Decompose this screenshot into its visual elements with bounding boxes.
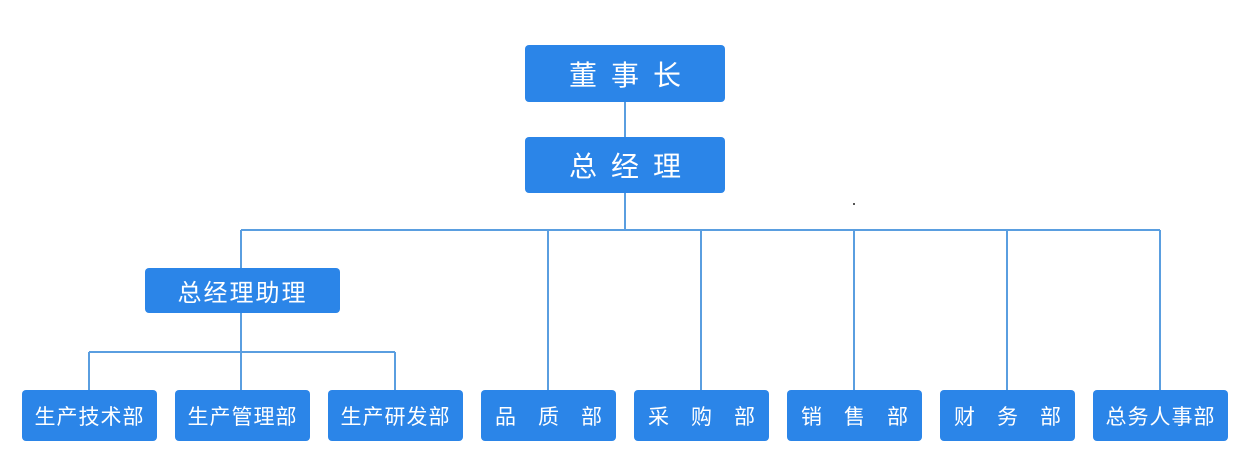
dept-node-admin-hr[interactable]: 总务人事部 <box>1093 390 1228 441</box>
dept-label-finance: 财务部 <box>954 404 1083 429</box>
dept-label-production-technology: 生产技术部 <box>34 404 145 429</box>
dept-node-production-management[interactable]: 生产管理部 <box>175 390 310 441</box>
dept-label-quality: 品质部 <box>495 404 624 429</box>
dept-label-sales: 销售部 <box>801 404 930 429</box>
dept-node-production-technology[interactable]: 生产技术部 <box>22 390 157 441</box>
stray-dot <box>853 203 855 205</box>
assistant-node[interactable]: 总经理助理 <box>145 268 340 313</box>
dept-node-purchasing[interactable]: 采购部 <box>634 390 769 441</box>
chairman-label: 董事长 <box>568 58 695 92</box>
dept-label-purchasing: 采购部 <box>648 404 777 429</box>
dept-label-production-management: 生产管理部 <box>187 404 298 429</box>
dept-node-sales[interactable]: 销售部 <box>787 390 922 441</box>
dept-label-production-rd: 生产研发部 <box>340 404 451 429</box>
chairman-node[interactable]: 董事长 <box>525 45 725 102</box>
general-manager-label: 总经理 <box>568 150 695 183</box>
dept-node-quality[interactable]: 品质部 <box>481 390 616 441</box>
general-manager-node[interactable]: 总经理 <box>525 137 725 193</box>
assistant-label: 总经理助理 <box>177 279 308 307</box>
dept-label-admin-hr: 总务人事部 <box>1105 404 1216 429</box>
dept-node-production-rd[interactable]: 生产研发部 <box>328 390 463 441</box>
dept-node-finance[interactable]: 财务部 <box>940 390 1075 441</box>
